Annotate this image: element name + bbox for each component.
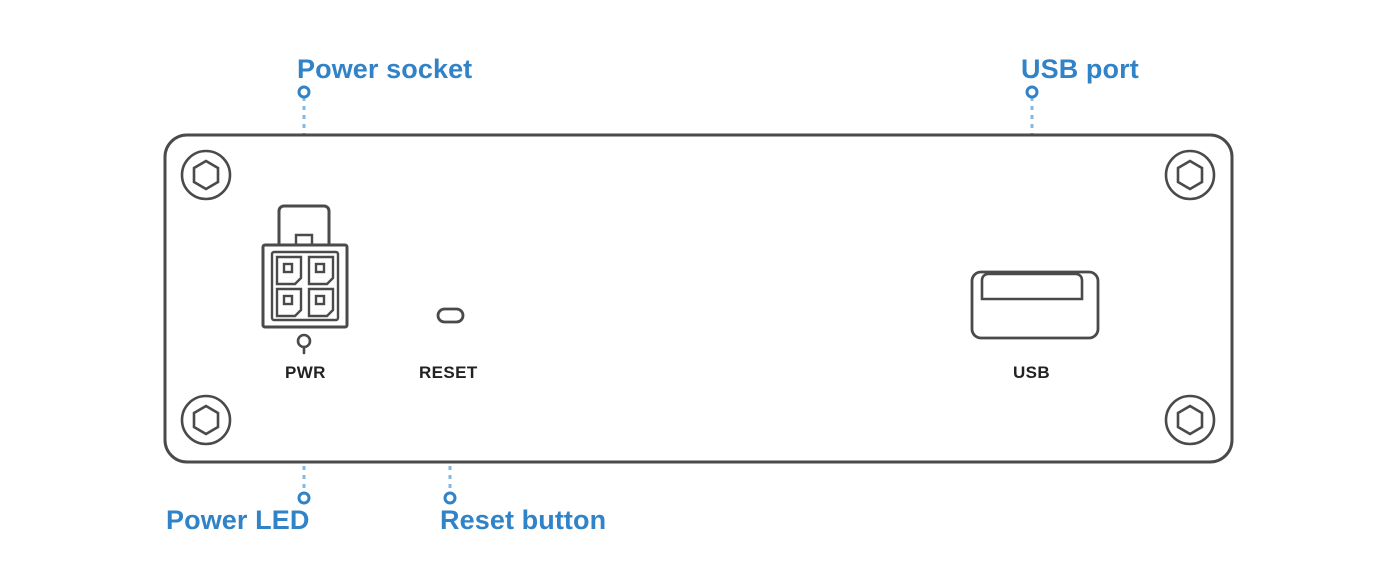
screw-top-left — [180, 149, 232, 201]
screw-bottom-right — [1164, 394, 1216, 446]
power-led-indicator — [296, 333, 312, 355]
reset-button[interactable] — [436, 307, 465, 324]
power-socket-pin-top-left — [275, 255, 303, 286]
panel-label-usb: USB — [1013, 363, 1051, 382]
callout-marker-power-socket — [297, 85, 311, 99]
rear-panel-enclosure — [163, 133, 1234, 464]
callout-marker-usb-port — [1025, 85, 1039, 99]
callout-label-power-socket: Power socket — [297, 54, 473, 84]
screw-top-right — [1164, 149, 1216, 201]
panel-label-pwr: PWR — [285, 363, 326, 382]
screw-bottom-left — [180, 394, 232, 446]
screw-holes — [180, 149, 1216, 446]
callout-label-reset-button: Reset button — [440, 505, 607, 535]
usb-port-tongue — [980, 272, 1084, 301]
callout-markers — [297, 85, 1039, 505]
power-socket-pin-bottom-right — [307, 287, 335, 318]
usb-port-connector[interactable] — [970, 270, 1100, 340]
power-socket-pin-top-right — [307, 255, 335, 286]
callout-marker-reset-button — [443, 491, 457, 505]
callout-label-usb-port: USB port — [1021, 54, 1139, 84]
power-socket-pin-bottom-left — [275, 287, 303, 318]
callout-label-power-led: Power LED — [166, 505, 310, 535]
panel-label-reset: RESET — [419, 363, 478, 382]
power-socket-connector[interactable] — [261, 204, 349, 329]
callout-marker-power-led — [297, 491, 311, 505]
